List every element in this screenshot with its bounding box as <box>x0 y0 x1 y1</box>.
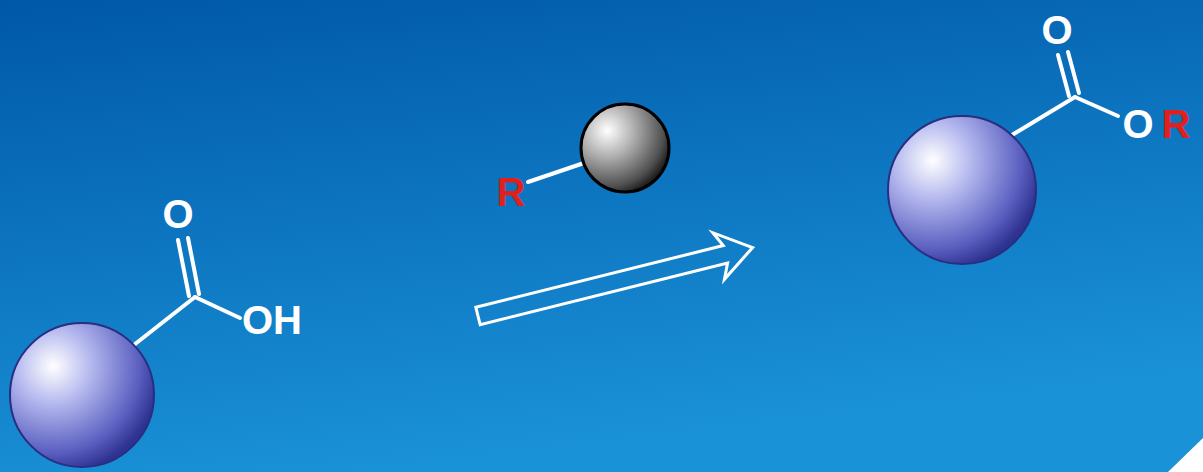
reagent-bond <box>528 163 584 182</box>
reaction-arrow <box>472 224 758 339</box>
atom-label: O <box>1122 104 1153 144</box>
support-sphere <box>10 323 154 467</box>
atom-label: O <box>1041 10 1072 50</box>
atom-label: O <box>162 194 193 234</box>
group-label: R <box>1162 104 1191 144</box>
group-label: R <box>497 172 526 212</box>
atom-label: OH <box>242 300 302 340</box>
acid-bonds <box>130 238 240 348</box>
product-sphere <box>888 116 1036 264</box>
corner-mark <box>1168 438 1203 472</box>
reagent-sphere <box>581 104 669 192</box>
ester-bonds <box>1012 52 1118 135</box>
